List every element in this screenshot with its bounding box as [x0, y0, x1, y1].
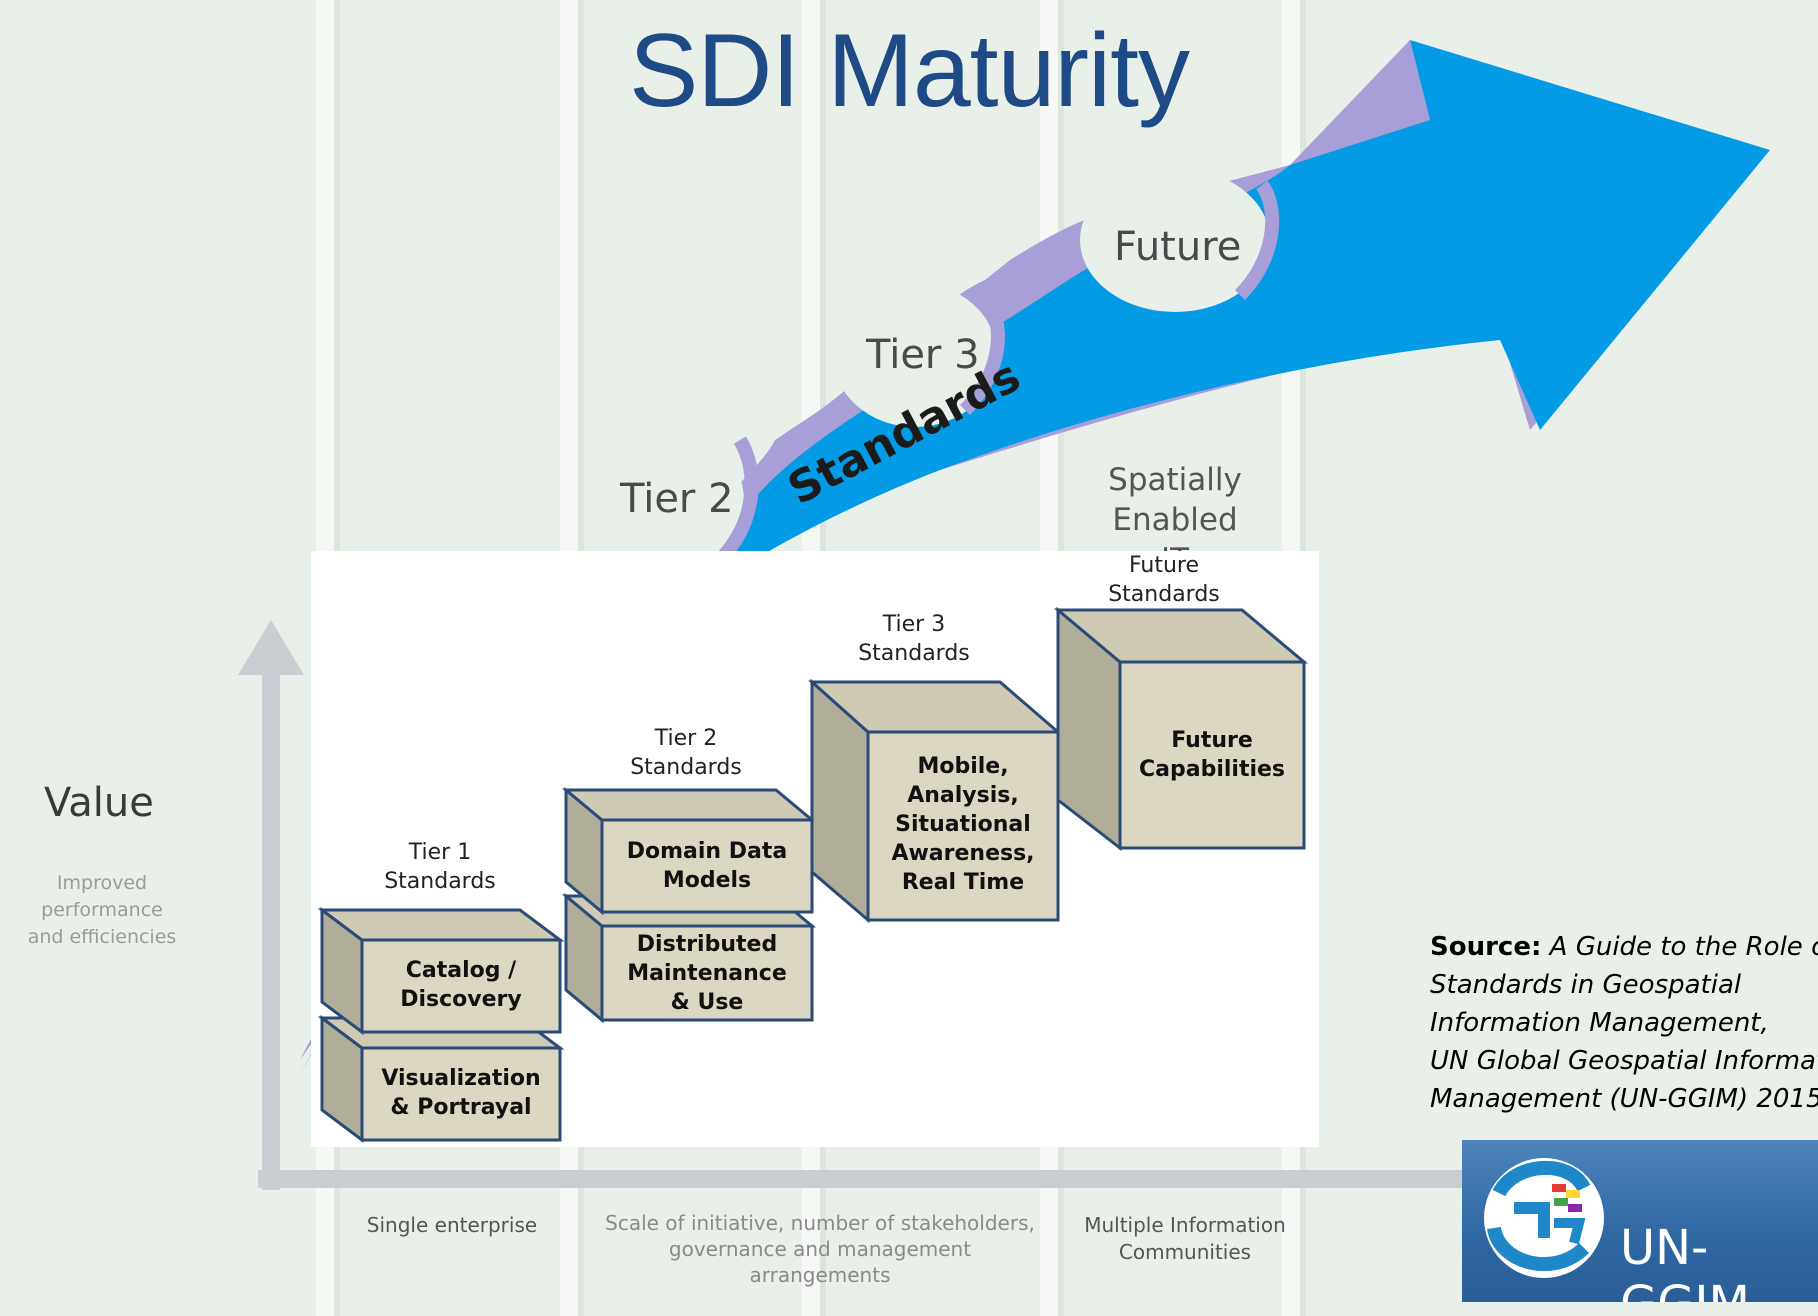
vertical-axis-arrowhead [238, 620, 304, 675]
box-domain-data [561, 786, 817, 916]
value-sub-line: performance [41, 899, 163, 921]
tier2-title: Tier 2 Standards [606, 724, 766, 782]
future-title-line: Standards [1108, 582, 1220, 607]
source-line-1: Source: A Guide to the Role of [1430, 928, 1818, 966]
logo-text: UN-GGIM [1620, 1220, 1750, 1302]
value-sub-line: and efficiencies [27, 926, 177, 948]
tier1-title-line: Standards [384, 869, 496, 894]
tier2-title-line: Tier 2 [654, 726, 718, 751]
communities-line: Multiple Information [1084, 1213, 1286, 1237]
catalog-label: Catalog / Discovery [362, 956, 560, 1014]
arrow-body [300, 40, 1770, 1075]
future-notch-label: Future [1114, 224, 1242, 270]
value-sublabel: Improved performance and efficiencies [22, 870, 182, 951]
domain-data-label: Domain Data Models [602, 837, 812, 895]
visualization-line: Visualization [381, 1066, 541, 1091]
source-text: UN Global Geospatial Information [1430, 1046, 1818, 1076]
box-catalog [317, 907, 565, 1035]
distributed-line: & Use [670, 990, 744, 1015]
mobile-line: Mobile, [917, 754, 1009, 779]
source-line: Standards in Geospatial [1430, 966, 1818, 1004]
future-capabilities-label: Future Capabilities [1120, 726, 1304, 784]
tier1-title-line: Tier 1 [408, 840, 472, 865]
notch-rim [714, 436, 759, 565]
source-text: A Guide to the Role of [1549, 932, 1818, 962]
globe-icon [1484, 1158, 1604, 1278]
notch-tier3 [833, 283, 997, 427]
source-label: Source: [1430, 932, 1542, 962]
page-title: SDI Maturity [628, 13, 1190, 129]
single-enterprise-label: Single enterprise [366, 1213, 538, 1237]
notch-future [1080, 168, 1270, 312]
scale-note-line: governance and management arrangements [668, 1237, 972, 1287]
future-capabilities-line: Capabilities [1138, 757, 1286, 782]
distributed-line: Distributed [636, 932, 778, 957]
source-text: Management (UN-GGIM) 2015 [1430, 1084, 1818, 1114]
tier1-title: Tier 1 Standards [360, 838, 520, 896]
multiple-communities-label: Multiple Information Communities [1070, 1212, 1300, 1266]
domain-data-line: Models [662, 868, 752, 893]
domain-data-line: Domain Data [626, 839, 788, 864]
future-capabilities-line: Future [1171, 728, 1253, 753]
scale-note-line: Scale of initiative, number of stakehold… [605, 1211, 1035, 1235]
horizontal-axis [258, 1170, 1518, 1188]
visualization-line: & Portrayal [390, 1095, 532, 1120]
tier3-title-line: Standards [858, 641, 970, 666]
source-line: Management (UN-GGIM) 2015 [1430, 1080, 1818, 1118]
notch-rim [959, 301, 1005, 415]
tier3-title-line: Tier 3 [882, 612, 946, 637]
catalog-line: Discovery [400, 987, 522, 1012]
scale-note: Scale of initiative, number of stakehold… [600, 1210, 1040, 1288]
un-ggim-logo: UN-GGIM [1462, 1140, 1818, 1302]
tier2-title-line: Standards [630, 755, 742, 780]
future-title-line: Future [1128, 553, 1200, 578]
source-text: Information Management, [1430, 1008, 1769, 1038]
mobile-label: Mobile, Analysis, Situational Awareness,… [868, 752, 1058, 897]
visualization-label: Visualization & Portrayal [362, 1064, 560, 1122]
vertical-axis [262, 670, 280, 1190]
tier2-notch-label: Tier 2 [620, 476, 734, 522]
source-line: Information Management, [1430, 1004, 1818, 1042]
notch-rim [1234, 180, 1280, 300]
communities-line: Communities [1118, 1240, 1252, 1264]
future-title: Future Standards [1084, 551, 1244, 609]
source-citation: Source: A Guide to the Role of Standards… [1430, 928, 1818, 1118]
spatially-line: Spatially [1108, 462, 1242, 498]
mobile-line: Awareness, [891, 841, 1035, 866]
source-line: UN Global Geospatial Information [1430, 1042, 1818, 1080]
mobile-line: Situational [895, 812, 1031, 837]
distributed-label: Distributed Maintenance & Use [602, 930, 812, 1017]
tier3-title: Tier 3 Standards [834, 610, 994, 668]
distributed-line: Maintenance [627, 961, 787, 986]
tier3-notch-label: Tier 3 [866, 332, 980, 378]
box-future [1053, 606, 1309, 852]
mobile-line: Analysis, [907, 783, 1019, 808]
value-label: Value [44, 780, 154, 826]
notch-tier2 [600, 432, 744, 568]
catalog-line: Catalog / [405, 958, 517, 983]
value-sub-line: Improved [56, 872, 148, 894]
source-text: Standards in Geospatial [1430, 970, 1742, 1000]
mobile-line: Real Time [901, 870, 1025, 895]
